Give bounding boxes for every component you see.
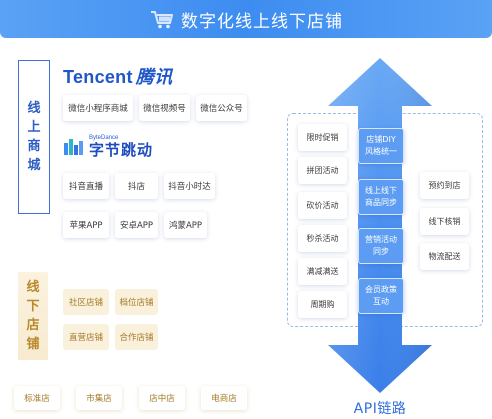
- chip-label: 砍价活动: [306, 201, 339, 210]
- feature-booking: 预约到店: [420, 172, 469, 199]
- bytedance-logo-cn: 字节跳动: [89, 141, 154, 159]
- bytedance-mark-icon: [64, 139, 83, 155]
- chip-label: 秒杀活动: [306, 234, 339, 243]
- bytedance-logo: ByteDance 字节跳动: [63, 135, 153, 159]
- offline-label-char: 铺: [26, 337, 40, 352]
- chip-label: 周期购: [310, 300, 335, 309]
- title-bar: 数字化线上线下店铺: [0, 0, 492, 38]
- feature-logistics: 物流配送: [420, 243, 469, 270]
- store-type-ecommerce: 电商店: [201, 386, 247, 410]
- chip-label: 鸿蒙APP: [168, 221, 203, 231]
- offline-label-char: 线: [26, 280, 40, 295]
- chip-partner-store: 合作店铺: [115, 324, 158, 350]
- chip-label: 线下核销: [428, 217, 461, 226]
- offline-label-char: 下: [26, 299, 40, 314]
- offline-label-char: 店: [26, 318, 40, 333]
- chip-label: 拼团活动: [306, 166, 339, 175]
- chip-label: 店中店: [149, 394, 175, 404]
- chip-label: 抖音小时达: [168, 182, 211, 192]
- chip-douyin-store: 抖店: [115, 173, 158, 199]
- feature-bargain: 砍价活动: [298, 192, 347, 219]
- chip-label: 直营店铺: [68, 333, 103, 343]
- api-link-label: API链路: [353, 401, 407, 417]
- shopping-cart-icon: [151, 11, 173, 29]
- chip-direct-store: 直营店铺: [63, 324, 109, 350]
- chip-apple-app: 苹果APP: [63, 212, 109, 238]
- feature-discount: 满减满送: [298, 258, 347, 285]
- chip-label: 微信小程序商城: [68, 104, 128, 114]
- chip-wechat-mini-program: 微信小程序商城: [63, 95, 133, 121]
- chip-label: 抖音直播: [68, 182, 103, 192]
- online-label-char: 线: [27, 101, 41, 116]
- feature-marketing-sync: 营销活动 同步: [358, 228, 404, 264]
- feature-subscription: 周期购: [298, 291, 347, 318]
- chip-label: 市集店: [86, 394, 112, 404]
- chip-community-store: 社区店铺: [63, 289, 109, 315]
- chip-label: 抖店: [127, 182, 145, 192]
- feature-seckill: 秒杀活动: [298, 225, 347, 252]
- bytedance-logo-en: ByteDance: [89, 135, 119, 141]
- online-label-char: 商: [27, 139, 41, 154]
- chip-label: 合作店铺: [119, 333, 154, 343]
- online-mall-label: 线上商城: [18, 60, 50, 214]
- page-title: 数字化线上线下店铺: [181, 11, 343, 32]
- chip-label: 微信视频号: [143, 104, 186, 114]
- chip-label: 电商店: [211, 394, 237, 404]
- chip-douyin-live: 抖音直播: [63, 173, 109, 199]
- chip-douyin-hourly: 抖音小时达: [164, 173, 215, 199]
- chip-label: 标准店: [24, 394, 50, 404]
- tencent-logo-cn: 腾讯: [135, 67, 173, 88]
- online-label-char: 城: [27, 158, 41, 173]
- online-label-char: 上: [27, 120, 41, 135]
- chip-label: 预约到店: [428, 181, 461, 190]
- chip-label: 档位店铺: [119, 298, 154, 308]
- chip-label: 苹果APP: [69, 221, 103, 231]
- chip-label: 物流配送: [428, 252, 461, 261]
- feature-flash-sale: 限时促销: [298, 124, 347, 151]
- chip-stall-store: 档位店铺: [115, 289, 158, 315]
- store-type-market: 市集店: [76, 386, 122, 410]
- chip-label: 满减满送: [306, 267, 339, 276]
- chip-label: 限时促销: [306, 133, 339, 142]
- chip-harmony-app: 鸿蒙APP: [164, 212, 207, 238]
- offline-store-label: 线下店铺: [18, 272, 48, 360]
- chip-wechat-channels: 微信视频号: [139, 95, 190, 121]
- feature-offline-verify: 线下核销: [420, 208, 469, 235]
- chip-label: 安卓APP: [119, 221, 154, 231]
- store-type-standard: 标准店: [14, 386, 60, 410]
- chip-android-app: 安卓APP: [115, 212, 158, 238]
- feature-product-sync: 线上线下 商品同步: [358, 179, 404, 215]
- tencent-logo-en: Tencent: [63, 67, 133, 87]
- chip-wechat-official-account: 微信公众号: [196, 95, 247, 121]
- api-double-arrow: [328, 58, 432, 393]
- feature-group-buy: 拼团活动: [298, 157, 347, 184]
- store-type-shop-in-shop: 店中店: [139, 386, 185, 410]
- feature-member-policy: 会员政策 互动: [358, 278, 404, 314]
- feature-store-diy: 店铺DIY 风格统一: [358, 128, 404, 164]
- chip-label: 社区店铺: [68, 298, 103, 308]
- chip-label: 微信公众号: [200, 104, 243, 114]
